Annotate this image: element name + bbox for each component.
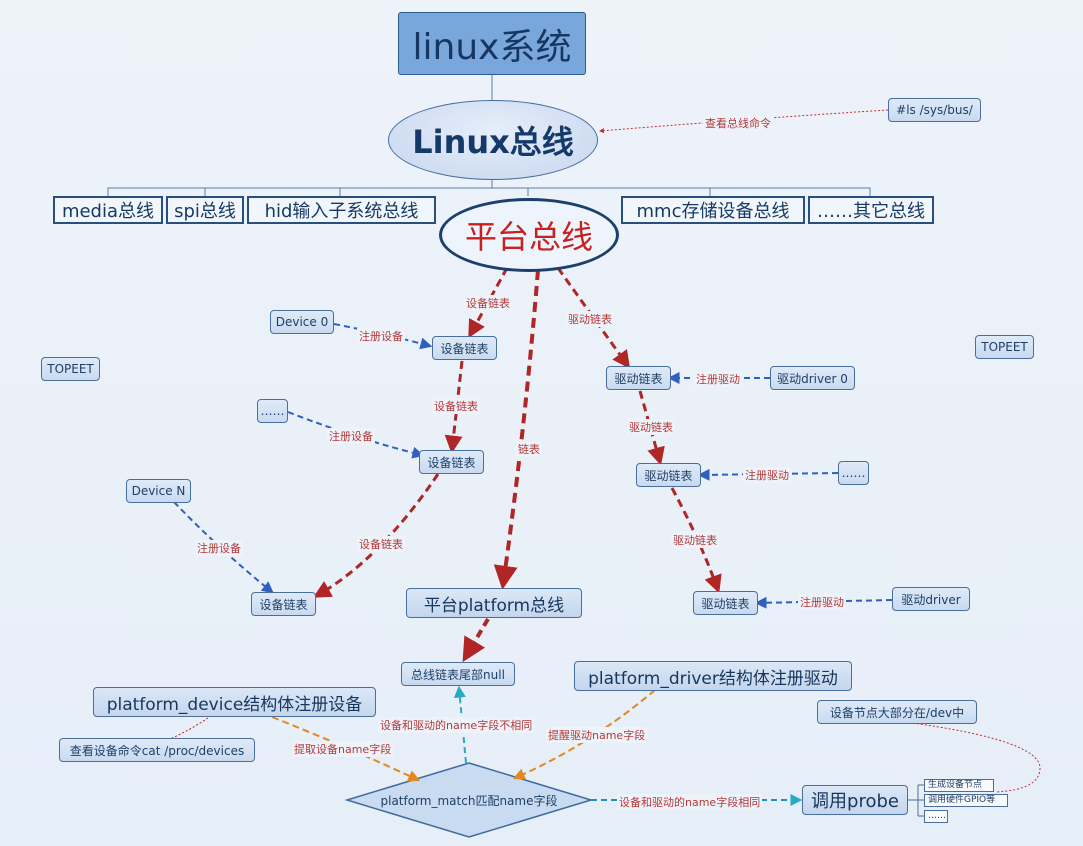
- cat-devices-node: 查看设备命令cat /proc/devices: [59, 738, 255, 762]
- driver-list-3: 驱动链表: [693, 591, 758, 615]
- link-probe-items: [908, 784, 924, 817]
- probe-item-gpio: 调用硬件GPIO等: [924, 794, 1008, 807]
- label-extract-name: 提取设备name字段: [292, 741, 394, 757]
- label-pb-drvlist: 驱动链表: [566, 311, 614, 327]
- link-platform-null: [462, 617, 490, 663]
- null-node: 总线链表尾部null: [401, 662, 515, 686]
- label-reg-drv0: 注册驱动: [694, 371, 742, 387]
- link-drvdots: [697, 468, 839, 481]
- link-devN: [173, 501, 274, 594]
- link-devlist2-devlist3: [312, 473, 440, 598]
- device-0: Device 0: [270, 310, 334, 334]
- match-diamond-shape: [344, 762, 594, 838]
- bus-others: ……其它总线: [808, 196, 934, 224]
- platform-device-node: platform_device结构体注册设备: [93, 687, 376, 717]
- platform-bus-label: 平台总线: [464, 218, 593, 256]
- bus-media: media总线: [53, 196, 163, 224]
- linux-bus-label: Linux总线: [412, 123, 574, 161]
- label-name-diff: 设备和驱动的name字段不相同: [378, 717, 535, 733]
- root-node: linux系统: [398, 12, 586, 75]
- bus-spi: spi总线: [166, 196, 244, 224]
- cmd-node: #ls /sys/bus/: [888, 98, 981, 122]
- platform-bus-box: 平台platform总线: [406, 588, 582, 618]
- device-list-2: 设备链表: [419, 450, 484, 474]
- link-devnode: [904, 721, 1041, 793]
- label-reg-devn: 注册设备: [195, 540, 243, 556]
- label-reg-dev0: 注册设备: [357, 328, 405, 344]
- device-n: Device N: [126, 479, 191, 503]
- label-name-same: 设备和驱动的name字段相同: [617, 794, 763, 810]
- driver-dots: ……: [838, 461, 869, 485]
- link-match-null: [453, 685, 467, 764]
- link-pb-drvlist1: [556, 267, 631, 369]
- label-pb-devlist: 设备链表: [464, 295, 512, 311]
- label-reg-drvn: 注册驱动: [798, 594, 846, 610]
- driver-0: 驱动driver 0: [770, 366, 855, 390]
- label-reg-devdots: 注册设备: [327, 428, 375, 444]
- driver-n: 驱动driver: [892, 587, 970, 611]
- driver-list-2: 驱动链表: [636, 463, 701, 487]
- device-dots: ……: [257, 399, 288, 423]
- device-list-3: 设备链表: [251, 592, 316, 616]
- dev-node-note: 设备节点大部分在/dev中: [817, 700, 977, 724]
- topeet-left: TOPEET: [41, 357, 100, 381]
- label-pb-link: 链表: [516, 441, 542, 457]
- label-dev12: 设备链表: [432, 398, 480, 414]
- probe-item-dots: ……: [924, 810, 948, 823]
- link-drvN: [754, 596, 893, 609]
- probe-item-devnode: 生成设备节点: [924, 779, 994, 792]
- link-bus-tree: [107, 180, 871, 196]
- match-label: platform_match匹配name字段: [380, 793, 558, 808]
- match-node: platform_match匹配name字段: [360, 789, 578, 811]
- topeet-right: TOPEET: [975, 335, 1034, 359]
- device-list-1: 设备链表: [432, 336, 497, 360]
- label-remind-name: 提醒驱动name字段: [546, 727, 648, 743]
- driver-list-1: 驱动链表: [606, 366, 671, 390]
- platform-bus-node: 平台总线: [439, 198, 619, 272]
- bus-mmc: mmc存储设备总线: [621, 196, 805, 224]
- label-reg-drvdots: 注册驱动: [743, 467, 791, 483]
- platform-driver-node: platform_driver结构体注册驱动: [574, 661, 852, 691]
- probe-node: 调用probe: [802, 785, 908, 815]
- cmd-label: 查看总线命令: [703, 115, 773, 131]
- link-cat: [167, 717, 209, 741]
- label-dev23: 设备链表: [357, 536, 405, 552]
- linux-bus-node: Linux总线: [388, 100, 598, 180]
- link-pb-platform: [493, 269, 540, 590]
- label-drv23: 驱动链表: [671, 532, 719, 548]
- label-drv12: 驱动链表: [627, 419, 675, 435]
- bus-hid: hid输入子系统总线: [247, 196, 436, 224]
